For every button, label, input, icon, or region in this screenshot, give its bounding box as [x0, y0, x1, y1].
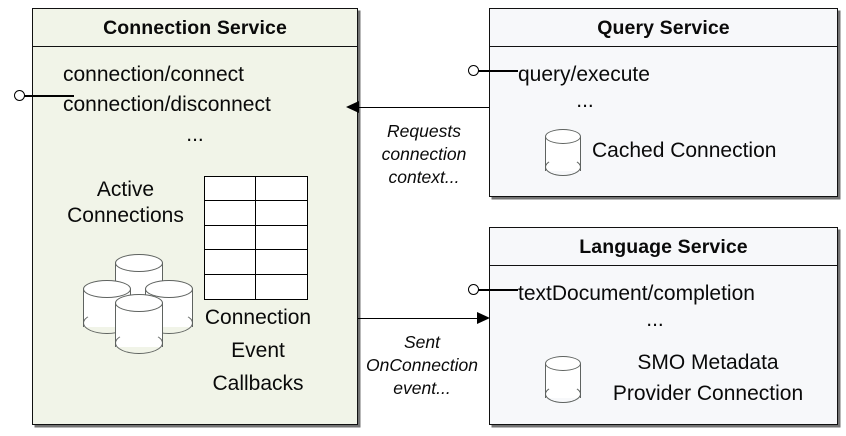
- connection-service-interface-lollipop-icon[interactable]: [14, 90, 74, 102]
- table-cell: [205, 274, 256, 299]
- arrow-connection-to-language: [358, 318, 478, 319]
- database-icon: [545, 356, 581, 406]
- active-connections-label-line2: Connections: [67, 204, 184, 227]
- table-cell: [205, 225, 256, 251]
- table-cell: [256, 226, 307, 251]
- table-cell: [256, 250, 307, 275]
- arrow-label-sent-line2: OnConnection: [366, 355, 478, 375]
- arrow-label-requests-line3: context...: [388, 167, 460, 187]
- callbacks-label-line1: Connection: [204, 306, 312, 329]
- query-service-api-execute: query/execute: [518, 63, 650, 86]
- database-icon: [545, 129, 581, 179]
- connection-service-api-connect: connection/connect: [63, 63, 244, 86]
- connection-service-api-disconnect: connection/disconnect: [63, 93, 271, 116]
- table-cell: [205, 250, 256, 275]
- query-service-resource-label: Cached Connection: [592, 139, 777, 162]
- language-service-title: Language Service: [490, 228, 837, 266]
- language-service-resource-label-line2: Provider Connection: [612, 382, 804, 405]
- lollipop-stem-icon: [24, 95, 74, 97]
- language-service-body: textDocument/completion ... SMO Metadata…: [490, 266, 837, 424]
- callbacks-label-line2: Event: [231, 339, 285, 362]
- arrow-label-requests-line2: connection: [381, 144, 467, 164]
- language-service-interface-lollipop-icon[interactable]: [468, 284, 518, 296]
- table-cell: [205, 177, 256, 202]
- active-connections-label-line1: Active: [96, 178, 155, 201]
- component-query-service[interactable]: Query Service query/execute ... Cached C…: [489, 8, 838, 197]
- component-connection-service[interactable]: Connection Service connection/connect co…: [32, 8, 358, 425]
- callbacks-label-line3: Callbacks: [212, 372, 304, 395]
- connection-service-body: connection/connect connection/disconnect…: [33, 47, 357, 424]
- lollipop-stem-icon: [478, 289, 518, 291]
- database-icon: [115, 294, 163, 356]
- arrow-head-left-icon: [346, 101, 359, 113]
- connection-service-title: Connection Service: [33, 9, 357, 47]
- table-cell: [256, 177, 307, 202]
- language-service-resource-label-line1: SMO Metadata: [637, 351, 779, 374]
- lollipop-stem-icon: [478, 70, 518, 72]
- language-service-api-completion: textDocument/completion: [518, 282, 755, 305]
- language-service-ellipsis: ...: [646, 308, 664, 331]
- query-service-title: Query Service: [490, 9, 837, 47]
- arrow-label-sent-line3: event...: [393, 378, 451, 398]
- table-cell: [205, 201, 256, 226]
- query-service-interface-lollipop-icon[interactable]: [468, 65, 518, 77]
- table-cell: [256, 275, 307, 299]
- arrow-label-sent-line1: Sent: [404, 332, 440, 352]
- table-cell: [256, 201, 307, 226]
- arrow-label-requests-line1: Requests: [387, 121, 461, 141]
- database-cluster-icon: [83, 252, 193, 354]
- connection-event-callbacks-table: [204, 176, 308, 300]
- arrow-head-right-icon: [477, 312, 490, 324]
- connection-service-ellipsis: ...: [186, 123, 204, 146]
- component-language-service[interactable]: Language Service textDocument/completion…: [489, 227, 838, 425]
- query-service-ellipsis: ...: [576, 89, 594, 112]
- arrow-query-to-connection: [358, 107, 489, 108]
- query-service-body: query/execute ... Cached Connection: [490, 47, 837, 196]
